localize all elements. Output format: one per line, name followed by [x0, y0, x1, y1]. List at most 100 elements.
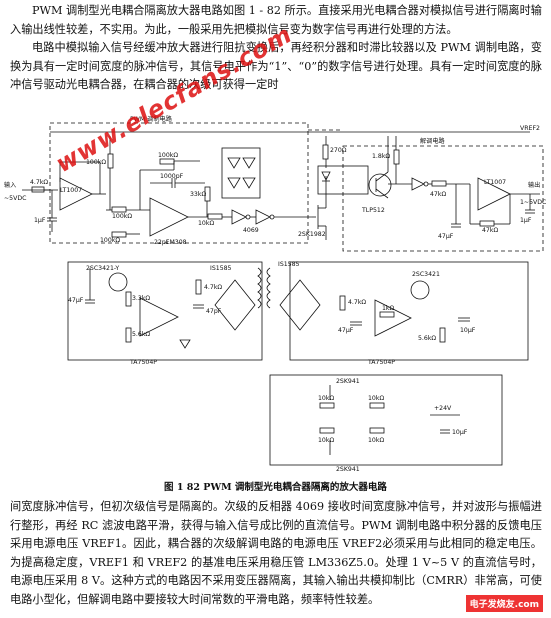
resistor-3k3	[125, 291, 132, 307]
label-1uf-out: 1μF	[520, 217, 532, 224]
label-lm308: LM308	[166, 239, 187, 246]
resistor-1k8	[393, 149, 400, 165]
label-100k-3: 100kΩ	[100, 237, 120, 244]
label-47uf-left: 47μF	[68, 297, 84, 304]
label-100k-4: 100kΩ	[158, 152, 178, 159]
oscillator-block	[269, 374, 503, 466]
label-ta7504p-left: TA7504P	[129, 359, 157, 366]
diode-bridge-left	[214, 279, 256, 331]
label-5k6-left: 5.6kΩ	[132, 331, 150, 338]
resistor-270	[322, 144, 329, 160]
label-1000pf: 1000pF	[160, 173, 184, 180]
label-1k: 1kΩ	[382, 305, 395, 312]
label-4069: 4069	[243, 227, 259, 234]
resistor-47k-b	[479, 220, 495, 227]
label-47k-a: 47kΩ	[430, 191, 446, 198]
opamp-lt1007-b	[477, 177, 511, 211]
resistor-33k	[204, 186, 211, 202]
label-demod-block: 解调电路	[420, 137, 446, 145]
hysteresis-comparator	[221, 147, 261, 199]
label-22pf: 22pF	[154, 239, 170, 246]
label-vref2: VREF2	[520, 125, 540, 132]
regulator-ta7504p-left	[139, 297, 179, 337]
label-2sc3421-y: 2SC3421-Y	[86, 265, 119, 272]
label-output: 输出	[528, 181, 540, 189]
label-5k6-right: 5.6kΩ	[418, 335, 436, 342]
resistor-10k	[207, 213, 223, 220]
resistor-100k-3	[111, 231, 127, 238]
resistor-4k7-input	[31, 186, 45, 193]
figure-caption: 图 1 82 PWM 调制型光电耦合器隔离的放大器电路	[164, 482, 387, 493]
optocoupler-tlp512	[317, 165, 369, 195]
inverter-4069-a	[231, 209, 247, 225]
label-47pf-left: 47pF	[206, 308, 222, 315]
label-lt1007-a: LT1007	[60, 187, 82, 194]
label-is1585-left: IS1585	[210, 265, 232, 272]
demod-block-outline	[342, 145, 544, 252]
label-100k-1: 100kΩ	[86, 159, 106, 166]
resistor-100k-2	[111, 206, 127, 213]
label-is1585-right: IS1585	[278, 261, 300, 268]
label-ta7504p-right: TA7504P	[367, 359, 395, 366]
label-4k7-left: 4.7kΩ	[204, 284, 222, 291]
resistor-10k-b	[369, 402, 385, 409]
transistor-2sc3421	[410, 280, 430, 300]
resistor-10k-c	[319, 427, 335, 434]
paragraph-intro: PWM 调制型光电耦合隔离放大器电路如图 1 - 82 所示。直接采用光电耦合器…	[10, 4, 542, 36]
resistor-47k-a	[431, 180, 447, 187]
label-47uf-right: 47μF	[338, 327, 354, 334]
transistor-2sc3421-y	[108, 272, 128, 292]
label-100k-2: 100kΩ	[112, 213, 132, 220]
label-10k: 10kΩ	[198, 220, 214, 227]
resistor-1k	[379, 311, 395, 318]
opamp-lt1007-a	[59, 177, 93, 211]
label-47uf-out: 47μF	[438, 233, 454, 240]
diode-bridge-right	[279, 279, 321, 331]
label-input: 输入	[4, 181, 16, 189]
label-4k7-right: 4.7kΩ	[348, 299, 366, 306]
label-3k3: 3.3kΩ	[132, 295, 150, 302]
supply-block-right	[289, 261, 529, 361]
label-24v: +24V	[434, 405, 452, 412]
regulator-ta7504p-right	[374, 299, 412, 337]
label-10k-b: 10kΩ	[368, 395, 384, 402]
label-1uf-in: 1μF	[34, 217, 46, 224]
label-10k-c: 10kΩ	[318, 437, 334, 444]
supply-block-left	[67, 261, 263, 361]
site-logo-badge: 电子发烧友.com	[465, 595, 543, 612]
resistor-4k7-right	[339, 295, 346, 311]
label-input-range: ~5VDC	[4, 195, 26, 202]
label-270: 270Ω	[330, 147, 347, 154]
resistor-5k6-right	[439, 327, 446, 343]
resistor-5k6-left	[125, 327, 132, 343]
label-output-range: 1~5VDC	[520, 199, 546, 206]
label-1k8: 1.8kΩ	[372, 153, 390, 160]
resistor-100k-4	[159, 158, 175, 165]
label-10uf-right: 10μF	[460, 327, 476, 334]
opamp-lm308	[149, 197, 189, 237]
schematic-labels: PWM 调制电路 解调电路 VREF2 输入 ~5VDC 输出 1~5VDC L…	[4, 115, 546, 473]
label-tlp512: TLP512	[361, 207, 385, 214]
label-10k-a: 10kΩ	[318, 395, 334, 402]
label-2sk941-bottom: 2SK941	[336, 466, 360, 473]
label-10uf-bottom: 10μF	[452, 429, 468, 436]
label-33k: 33kΩ	[190, 191, 206, 198]
paragraph-demodulation: 间宽度脉冲信号，但初次级信号是隔离的。次级的反相器 4069 接收时间宽度脉冲信…	[10, 500, 542, 606]
resistor-100k-1	[107, 153, 114, 169]
label-2sc3421: 2SC3421	[412, 271, 440, 278]
label-lt1007-b: LT1007	[484, 179, 506, 186]
resistor-4k7-left	[195, 279, 202, 295]
label-47k-b: 47kΩ	[482, 227, 498, 234]
resistor-10k-d	[369, 427, 385, 434]
site-logo-text: 电子发烧友	[469, 600, 515, 610]
resistor-10k-a	[319, 402, 335, 409]
label-10k-d: 10kΩ	[368, 437, 384, 444]
paragraph-operation: 电路中模拟输入信号经缓冲放大器进行阻抗变换后，再经积分器和时滞比较器以及 PWM…	[10, 41, 542, 92]
inverter-4069-b	[255, 209, 271, 225]
site-logo-suffix: .com	[514, 600, 539, 610]
label-2sk941-top: 2SK941	[336, 378, 360, 385]
pwm-block-outline	[49, 122, 309, 244]
label-4k7-in: 4.7kΩ	[30, 179, 48, 186]
label-2sk1982: 2SK1982	[298, 231, 326, 238]
